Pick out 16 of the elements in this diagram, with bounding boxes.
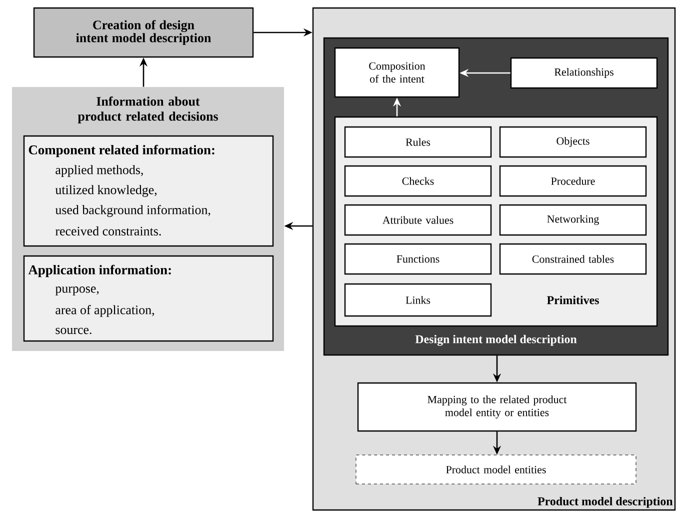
primitive-box: Functions: [344, 243, 492, 275]
primitive-box: Objects: [499, 126, 647, 158]
primitive-box: Rules: [344, 126, 492, 158]
process-box: Composition of the intent: [334, 47, 460, 98]
info-box: Component related information: applied methods, utilized knowledge, used background information, received constraints.: [23, 135, 274, 247]
primitive-box: Networking: [499, 204, 647, 236]
primitive-box: Links: [344, 283, 492, 317]
process-box: Product model entities: [356, 454, 636, 484]
primitive-box: Constrained tables: [499, 243, 647, 275]
primitive-box: Attribute values: [344, 204, 492, 236]
primitive-box: Checks: [344, 165, 492, 197]
primitive-box: Procedure: [499, 165, 647, 197]
process-box: Mapping to the related product model entity or entities: [357, 382, 637, 432]
process-box: Relationships: [510, 57, 658, 89]
process-box: Creation of design intent model description: [33, 7, 254, 58]
info-box: Application information: purpose, area of application, source.: [23, 255, 274, 342]
